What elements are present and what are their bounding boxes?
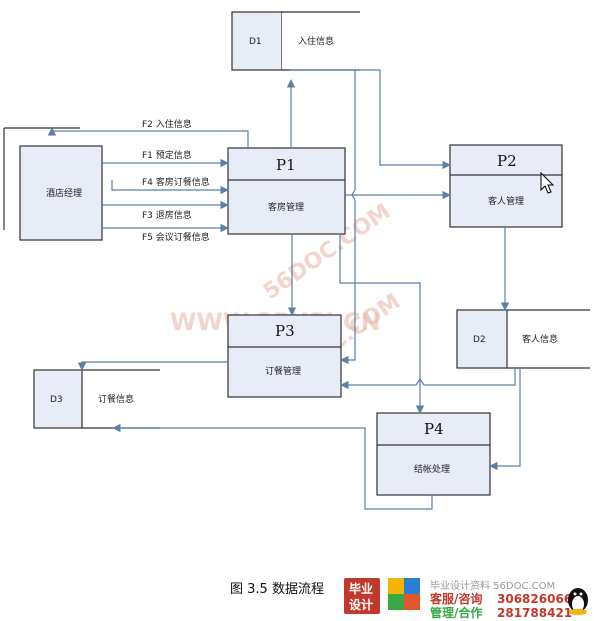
store-d3-name: 订餐信息 bbox=[98, 393, 134, 405]
flow-label-f1: F1 预定信息 bbox=[142, 149, 192, 161]
flow-p1-p4 bbox=[339, 234, 425, 414]
flow-label-f4: F4 客房订餐信息 bbox=[142, 176, 210, 188]
store-d2-id: D2 bbox=[473, 335, 486, 345]
flow-f4 bbox=[111, 180, 229, 195]
puzzle-icon bbox=[388, 578, 420, 610]
footer-service-label: 客服/咨询 bbox=[429, 591, 482, 606]
store-d2-name: 客人信息 bbox=[522, 333, 558, 345]
flow-d2-p3 bbox=[340, 368, 516, 390]
flow-label-f2: F2 入住信息 bbox=[142, 118, 192, 130]
data-store-d1: D1 入住信息 bbox=[231, 11, 360, 71]
flow-d2-p4 bbox=[489, 368, 521, 471]
process-p1: P1 客房管理 bbox=[227, 147, 346, 235]
footer-manage-number: 281788421 bbox=[497, 606, 572, 620]
flow-d1-p2 bbox=[290, 69, 451, 170]
footer-service-number: 306826066 bbox=[497, 592, 572, 606]
footer-site-line: 毕业设计资料 56DOC.COM bbox=[430, 579, 555, 592]
flow-d1-p3 bbox=[340, 70, 356, 365]
process-p3-name: 订餐管理 bbox=[265, 365, 301, 377]
external-entity-hotel-manager: 酒店经理 bbox=[3, 127, 103, 241]
footer-branding: 毕业 设计 毕业设计资料 56DOC.COM 客服/咨询 306826066 管… bbox=[344, 578, 588, 620]
data-store-d2: D2 客人信息 bbox=[456, 309, 590, 369]
flow-p3-d3 bbox=[77, 361, 228, 371]
penguin-icon bbox=[568, 588, 588, 615]
logo-text-bottom: 设计 bbox=[349, 597, 373, 612]
process-p2-id: P2 bbox=[497, 152, 517, 170]
process-p4-name: 结帐处理 bbox=[414, 463, 450, 475]
figure-caption: 图 3.5 数据流程 bbox=[230, 582, 324, 597]
process-p1-name: 客房管理 bbox=[268, 201, 304, 213]
flow-label-f5: F5 会议订餐信息 bbox=[142, 231, 210, 243]
logo-block bbox=[344, 578, 380, 614]
process-p3: P3 订餐管理 bbox=[227, 314, 342, 398]
flow-lines bbox=[47, 69, 521, 510]
store-d3-id: D3 bbox=[50, 395, 63, 405]
process-p2-name: 客人管理 bbox=[488, 195, 524, 207]
process-p3-id: P3 bbox=[275, 322, 295, 340]
process-p4: P4 结帐处理 bbox=[376, 412, 491, 496]
store-d1-id: D1 bbox=[249, 37, 262, 47]
external-entity-label: 酒店经理 bbox=[46, 187, 82, 199]
footer-manage-label: 管理/合作 bbox=[430, 605, 482, 620]
flow-labels: F2 入住信息 F1 预定信息 F4 客房订餐信息 F3 退房信息 F5 会议订… bbox=[142, 118, 210, 243]
data-store-d3: D3 订餐信息 bbox=[33, 369, 160, 429]
mouse-cursor-icon bbox=[540, 171, 555, 194]
flow-p4-d3 bbox=[112, 423, 433, 510]
logo-text-top: 毕业 bbox=[349, 581, 373, 596]
store-d1-name: 入住信息 bbox=[298, 35, 334, 47]
flow-label-f3: F3 退房信息 bbox=[142, 209, 192, 221]
flow-f2 bbox=[47, 127, 249, 148]
process-p4-id: P4 bbox=[424, 420, 444, 438]
process-p1-id: P1 bbox=[276, 156, 296, 174]
